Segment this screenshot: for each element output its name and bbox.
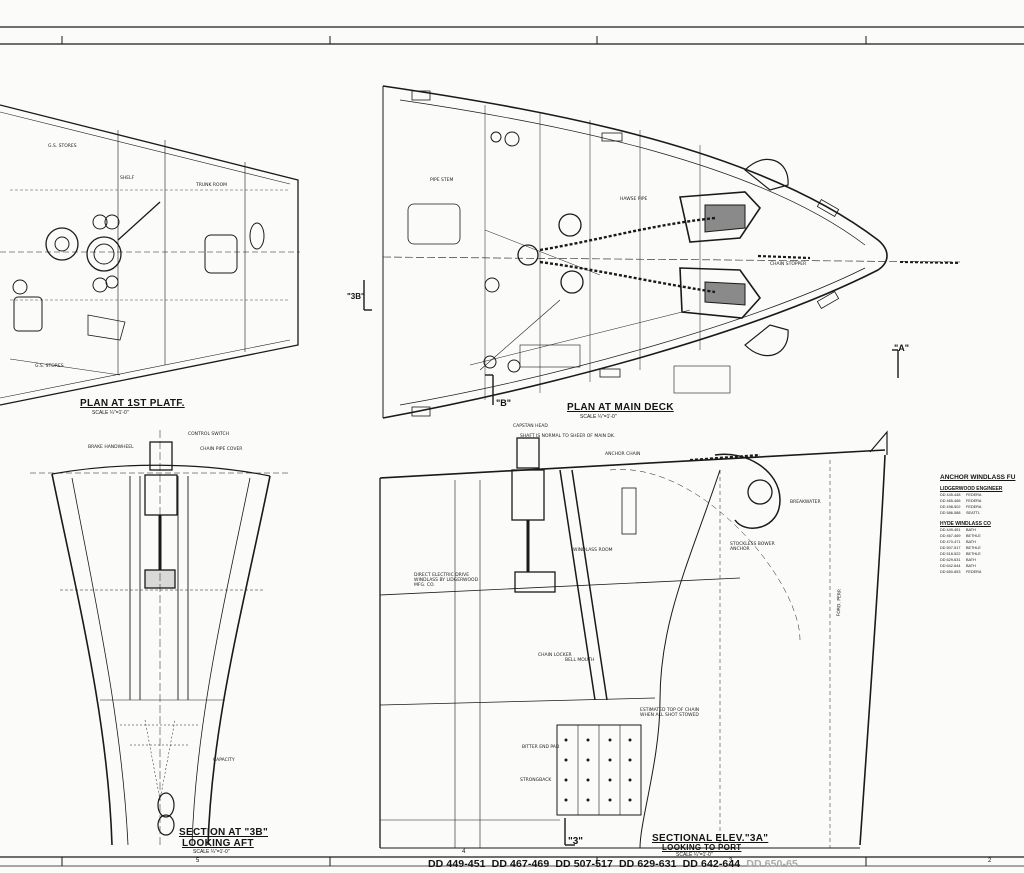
label-anchor-chain: ANCHOR CHAIN — [605, 452, 641, 457]
plan-at-main-deck-view — [363, 85, 961, 419]
label-bitter-end: BITTER END PAD — [522, 745, 560, 750]
label-strongback: STRONGBACK — [520, 778, 552, 783]
label-gs-stores-top: G.S. STORES — [48, 144, 77, 149]
sectional-elev-title: SECTIONAL ELEV."3A" — [652, 833, 769, 844]
table-title: ANCHOR WINDLASS FU — [940, 474, 1016, 481]
section-mark-3: "3" — [568, 836, 584, 847]
label-direct-electric: DIRECT ELECTRIC DRIVE WINDLASS BY LIDGER… — [414, 573, 479, 588]
anchor-windlass-table: ANCHOR WINDLASS FU LIDGERWOOD ENGINEER D… — [940, 474, 1024, 575]
label-bell-mouth: BELL MOUTH — [565, 658, 595, 663]
label-gs-stores-bottom: G.S. STORES — [35, 364, 64, 369]
frame-number: 5 — [196, 858, 200, 864]
label-control-switch: CONTROL SWITCH — [188, 432, 230, 437]
hull-numbers: DD 449-451 DD 467-469 DD 507-517 DD 629-… — [428, 858, 801, 870]
label-capstan-head: CAPSTAN HEAD — [513, 424, 548, 429]
label-chain-locker: CHAIN LOCKER — [538, 653, 572, 658]
hull-number: DD 467-469 — [491, 858, 550, 870]
plan-plat-scale: SCALE ¼"=1'-0" — [92, 410, 129, 416]
label-chain-stopper: CHAIN STOPPER — [770, 262, 807, 267]
section-at-3b-view — [30, 430, 290, 848]
label-brake-handwheel: BRAKE HANDWHEEL — [88, 445, 134, 450]
hull-number: DD 629-631 — [618, 858, 677, 870]
label-capacity: CAPACITY — [213, 758, 235, 763]
plan-main-scale: SCALE ¼"=1'-0" — [580, 414, 617, 420]
label-pipe-stem: PIPE STEM — [430, 178, 454, 183]
label-trunk-room: TRUNK ROOM — [196, 183, 228, 188]
table-group-lidgerwood: LIDGERWOOD ENGINEER — [940, 486, 1003, 492]
label-fwd-perp: FORD. PERP. — [836, 588, 843, 617]
label-chain-pipe-cover: CHAIN PIPE COVER — [200, 447, 243, 452]
section-3b-scale: SCALE ¼"=1'-0" — [193, 849, 230, 855]
sectional-elevation-3a-view — [379, 430, 888, 849]
section-mark-a: "A" — [894, 343, 910, 353]
plan-at-1st-platform-view — [0, 104, 300, 406]
table-group-hyde: HYDE WINDLASS CO — [940, 521, 991, 527]
sectional-elev-scale: SCALE ¼"=1'-0" — [676, 852, 713, 858]
plan-plat-title: PLAN AT 1ST PLATF. — [80, 398, 185, 409]
label-shelf: SHELF — [120, 176, 135, 181]
sectional-elev-subtitle: LOOKING TO PORT — [662, 843, 742, 852]
frame-number: 4 — [462, 849, 466, 855]
label-shaft-note: SHAFT IS NORMAL TO SHEER OF MAIN DK. — [520, 434, 616, 439]
label-windlass-room: WINDLASS ROOM — [573, 548, 613, 553]
label-est-top-chain: ESTIMATED TOP OF CHAIN WHEN ALL SHOT STO… — [640, 708, 700, 718]
section-mark-3b: "3B" — [347, 292, 365, 301]
hull-number: DD 642-644 — [682, 858, 741, 870]
hull-number: DD 449-451 — [428, 858, 486, 870]
label-stockless-bower: STOCKLESS BOWER ANCHOR — [730, 542, 775, 552]
label-breakwater: BREAKWATER — [790, 500, 821, 505]
frame-number: 3 — [729, 858, 733, 864]
label-hawse-pipe: HAWSE PIPE — [620, 197, 648, 202]
hull-number: DD 507-517 — [555, 858, 613, 870]
section-mark-b: "B" — [496, 398, 512, 408]
section-3b-title: SECTION AT "3B" — [179, 827, 268, 838]
section-3b-subtitle: LOOKING AFT — [182, 838, 254, 849]
frame-number: 2 — [988, 858, 992, 864]
hull-number: DD 650-65 — [746, 858, 798, 870]
plan-main-title: PLAN AT MAIN DECK — [567, 402, 674, 413]
strongback-holes — [564, 738, 632, 802]
